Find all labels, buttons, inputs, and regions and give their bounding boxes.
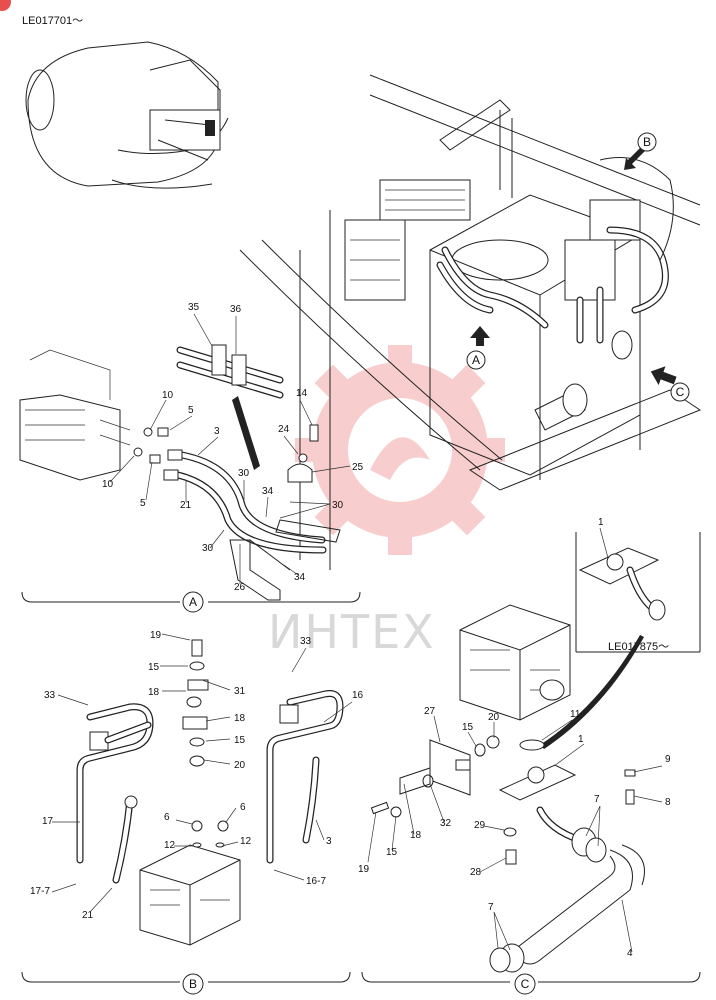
inset-panel: LE017875～ 1 [540,517,701,749]
view-b-detail: B [21,639,351,995]
serial-top: LE017701～ [22,15,83,27]
svg-text:32: 32 [440,818,452,829]
svg-text:34: 34 [262,486,274,497]
svg-text:7: 7 [488,902,494,913]
view-arrow-b: B [624,132,657,170]
svg-text:25: 25 [352,462,364,473]
watermark-logo [295,345,505,555]
svg-text:36: 36 [230,304,242,315]
svg-text:28: 28 [470,867,482,878]
svg-text:C: C [521,977,530,991]
svg-text:B: B [643,135,651,149]
svg-text:3: 3 [326,836,332,847]
svg-text:24: 24 [278,424,290,435]
svg-text:20: 20 [488,712,500,723]
svg-text:15: 15 [148,662,160,673]
corner-marker [0,0,11,11]
machine-thumbnail [25,41,229,189]
svg-text:10: 10 [162,390,174,401]
svg-text:31: 31 [234,686,246,697]
svg-text:1: 1 [598,517,604,528]
svg-text:8: 8 [665,797,671,808]
svg-text:18: 18 [148,687,160,698]
svg-text:12: 12 [240,836,252,847]
watermark-text: ИНТЕХ [268,605,436,659]
svg-text:19: 19 [358,864,370,875]
svg-text:30: 30 [238,468,250,479]
svg-text:30: 30 [332,500,344,511]
svg-text:10: 10 [102,479,114,490]
view-arrow-a: A [466,326,490,370]
view-arrow-c: C [650,366,690,402]
svg-text:35: 35 [188,302,200,313]
svg-text:29: 29 [474,820,486,831]
tank-assembly [239,74,702,570]
svg-text:5: 5 [188,405,194,416]
view-c-detail: C [361,604,701,995]
svg-text:12: 12 [164,840,176,851]
svg-text:21: 21 [180,500,192,511]
svg-text:21: 21 [82,910,94,921]
svg-text:16-7: 16-7 [306,876,326,887]
svg-text:30: 30 [202,543,214,554]
svg-text:1: 1 [578,734,584,745]
svg-text:A: A [472,353,480,367]
svg-text:7: 7 [594,794,600,805]
svg-text:A: A [189,595,197,609]
svg-text:4: 4 [627,948,633,959]
svg-text:26: 26 [234,582,246,593]
svg-text:18: 18 [410,830,422,841]
svg-text:17-7: 17-7 [30,886,50,897]
svg-text:15: 15 [462,722,474,733]
svg-text:LE017875～: LE017875～ [608,641,669,653]
svg-text:16: 16 [352,690,364,701]
svg-text:33: 33 [44,690,56,701]
leader-lines [51,313,663,953]
svg-text:27: 27 [424,706,436,717]
svg-text:18: 18 [234,713,246,724]
svg-text:9: 9 [665,754,671,765]
svg-text:5: 5 [140,498,146,509]
svg-text:B: B [189,977,197,991]
view-a-detail: A [19,344,361,613]
svg-text:15: 15 [234,735,246,746]
svg-text:C: C [676,385,685,399]
svg-text:3: 3 [214,426,220,437]
svg-text:14: 14 [296,388,308,399]
svg-text:19: 19 [150,630,162,641]
svg-text:6: 6 [240,802,246,813]
svg-text:6: 6 [164,812,170,823]
svg-text:33: 33 [300,636,312,647]
svg-text:34: 34 [294,572,306,583]
svg-text:11: 11 [570,709,581,720]
svg-text:15: 15 [386,847,398,858]
part-number-labels: 35 36 14 24 25 10 10 5 5 3 21 30 34 30 3… [30,302,671,959]
svg-text:20: 20 [234,760,246,771]
svg-text:17: 17 [42,816,54,827]
